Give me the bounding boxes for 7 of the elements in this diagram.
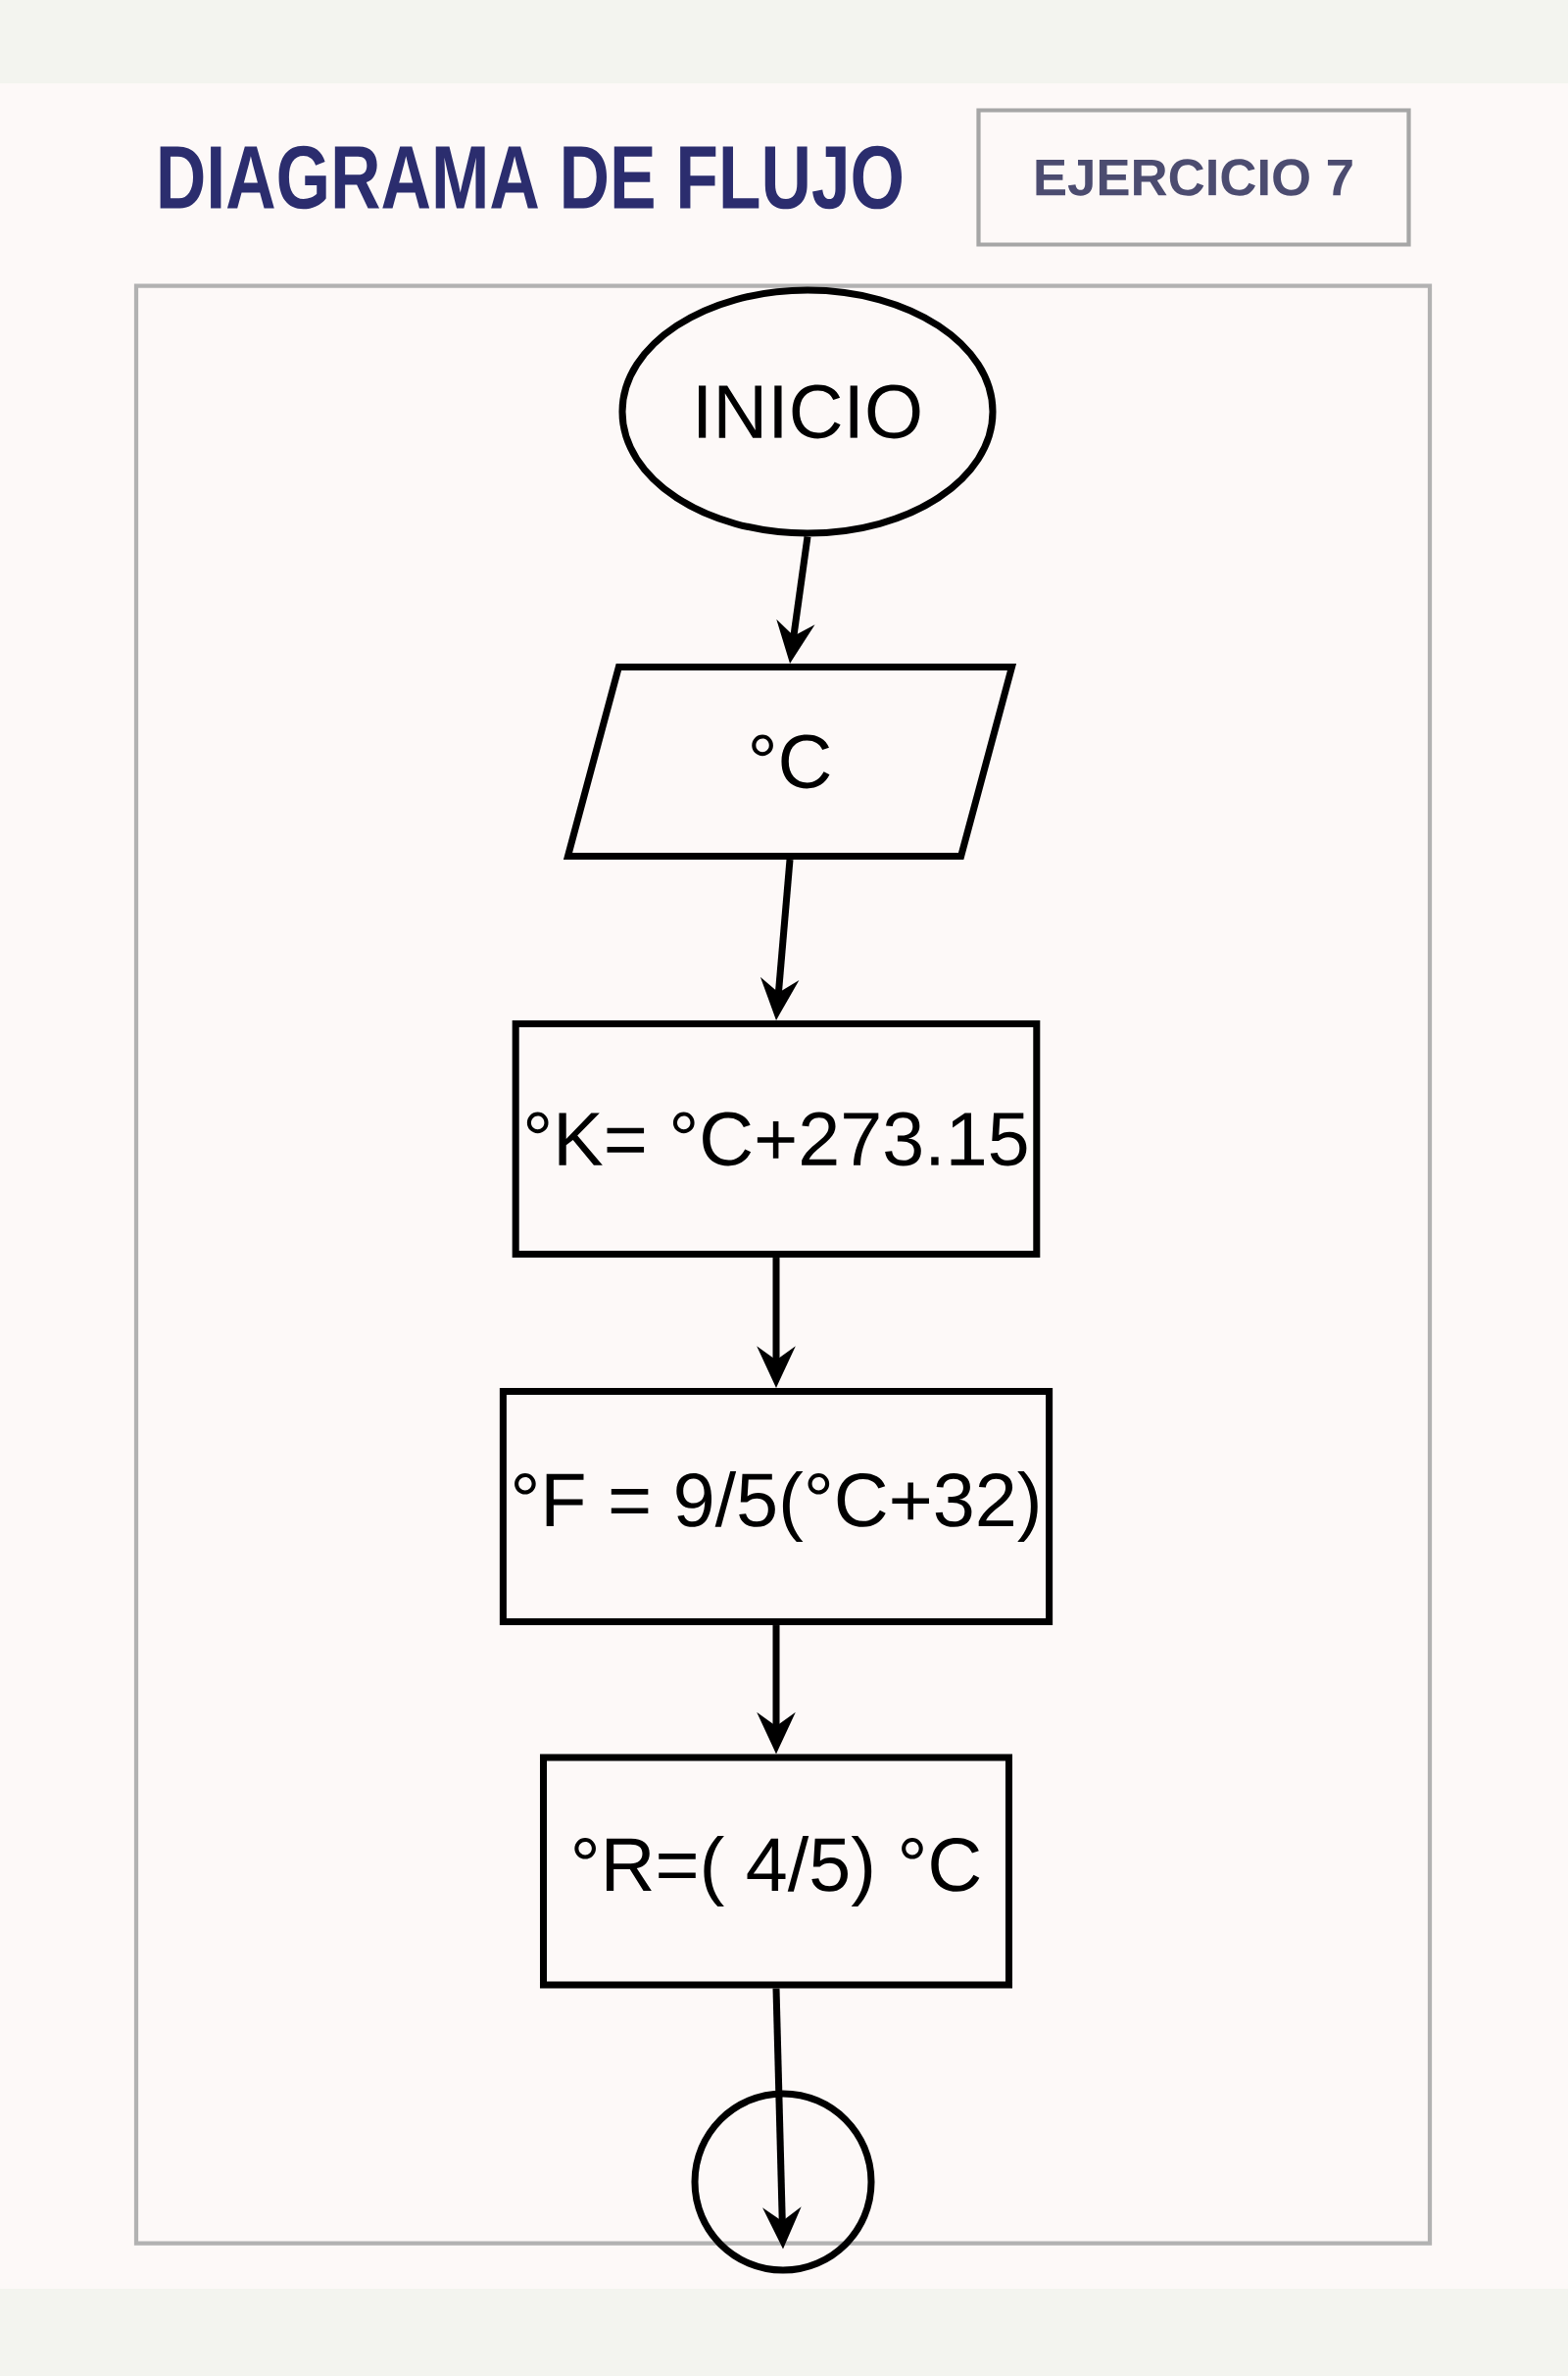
title: DIAGRAMA DE FLUJO [160, 145, 902, 210]
process-box: °F = 9/5(°C+32) [499, 1388, 1054, 1626]
process-box: °R=( 4/5) °C [540, 1754, 1013, 1989]
connector-circle [691, 2090, 875, 2274]
process-box: °K= °C+273.15 [512, 1020, 1041, 1259]
frame-box [133, 283, 1433, 2246]
ejercicio-box: EJERCICIO 7 [976, 108, 1411, 247]
